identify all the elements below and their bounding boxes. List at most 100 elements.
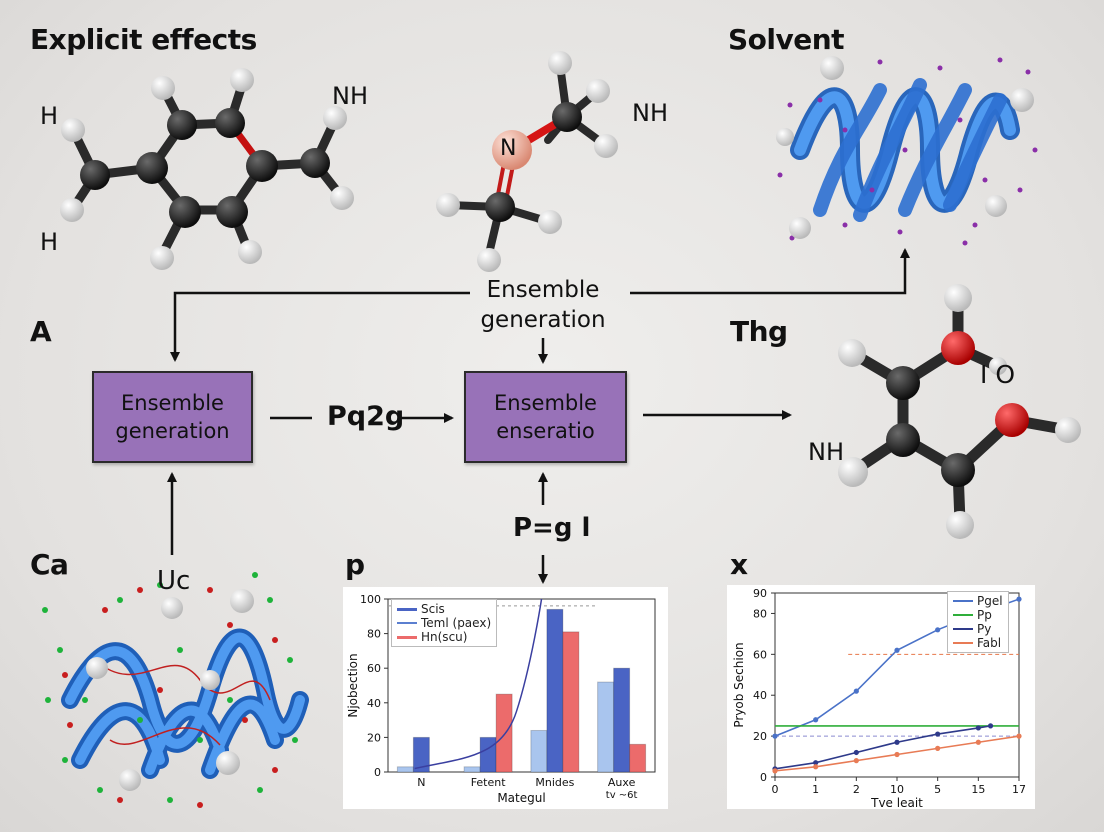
y-tick-label: 40 — [367, 697, 381, 710]
pq2g-label: Pq2g — [327, 401, 405, 432]
atom-label-h-bottom: H — [40, 228, 59, 256]
x-tick-label: Auxe — [608, 776, 636, 789]
bar — [613, 667, 631, 773]
data-point — [853, 758, 859, 764]
y-tick-label: 100 — [360, 593, 381, 606]
y-tick-label: 60 — [367, 662, 381, 675]
bar — [396, 766, 414, 773]
data-point — [894, 751, 900, 758]
y-tick-label: 0 — [374, 766, 381, 779]
label-uc: Uc — [157, 566, 191, 596]
y-tick-label: 90 — [753, 587, 767, 600]
explicit-effects-title: Explicit effects — [30, 23, 257, 56]
protein-ribbon-icon — [42, 572, 309, 808]
bar — [495, 693, 513, 773]
bar — [629, 743, 647, 773]
data-point — [987, 723, 994, 729]
data-point — [813, 764, 819, 770]
legend-entry: Pgel — [953, 594, 1003, 608]
data-point — [1016, 733, 1022, 739]
data-point — [935, 745, 941, 751]
data-point — [772, 768, 778, 774]
bar — [562, 631, 580, 773]
data-point — [935, 731, 941, 737]
y-axis-label: Njobection — [346, 653, 360, 717]
panel-label-x: x — [730, 548, 748, 581]
bar-chart-legend: Scis Teml (paex) Hn(scu) — [391, 599, 498, 647]
line-chart-legend: Pgel Pp Py Fabl — [947, 591, 1009, 653]
bar — [412, 736, 430, 773]
data-point — [975, 725, 981, 731]
x-tick-label: 1 — [812, 783, 819, 796]
atom-label-io: I O — [980, 360, 1015, 389]
y-tick-label: 80 — [367, 628, 381, 641]
data-point — [813, 717, 819, 723]
panel-label-p: p — [345, 548, 365, 581]
data-point — [894, 647, 900, 653]
bar — [463, 766, 481, 773]
protein-ribbon-icon — [776, 56, 1038, 246]
bar — [546, 608, 564, 773]
legend-entry: Pp — [953, 608, 1003, 622]
x-tick-label: 17 — [1012, 783, 1026, 796]
y-tick-label: 80 — [753, 607, 767, 620]
data-point — [935, 627, 941, 633]
legend-entry: Teml (paex) — [397, 616, 491, 630]
y-tick-label: 60 — [753, 648, 767, 661]
data-point — [813, 760, 819, 766]
trend-curve — [414, 598, 543, 770]
y-axis-label: Pryob Sechion — [732, 642, 746, 727]
molecule-icon — [60, 68, 354, 270]
x-tick-label: 0 — [772, 783, 779, 796]
legend-entry: Py — [953, 622, 1003, 636]
atom-label-h-top: H — [40, 102, 59, 130]
data-point — [975, 739, 981, 745]
legend-entry: Scis — [397, 602, 491, 616]
atom-label-nh-left: NH — [332, 82, 368, 110]
x-tick-label: 5 — [934, 783, 941, 796]
y-tick-label: 20 — [367, 731, 381, 744]
p-eq-g-label: P=g l — [513, 513, 591, 543]
legend-entry: Hn(scu) — [397, 630, 491, 644]
data-point — [772, 733, 778, 739]
x-tick-label: 2 — [853, 783, 860, 796]
legend-entry: Fabl — [953, 636, 1003, 650]
ensemble-generation-box-left: Ensemble generation — [92, 371, 253, 463]
molecule-icon — [838, 284, 1081, 539]
data-point — [894, 739, 900, 745]
plot-frame — [387, 598, 656, 773]
molecule-icon — [436, 51, 618, 272]
y-tick-label: 0 — [760, 771, 767, 784]
x-tick-label: Fetent — [471, 776, 507, 789]
x-tick-sublabel: tv ~6t — [606, 790, 638, 801]
bar — [530, 729, 548, 773]
y-tick-label: 20 — [753, 730, 767, 743]
bar — [597, 681, 615, 773]
atom-label-n: N — [500, 136, 517, 161]
x-tick-label: N — [417, 776, 425, 789]
data-point — [1016, 596, 1022, 602]
x-tick-label: 10 — [890, 783, 904, 796]
bar — [479, 736, 497, 773]
data-point — [853, 688, 859, 694]
series-line — [774, 725, 991, 770]
panel-label-a: A — [30, 315, 52, 348]
atom-label-nh-mid: NH — [632, 99, 668, 127]
x-axis-label: Tve leait — [870, 796, 923, 809]
ensemble-generation-top-label: Ensemble generation — [480, 277, 606, 333]
y-tick-label: 40 — [753, 689, 767, 702]
x-tick-label: 15 — [971, 783, 985, 796]
panel-label-thg: Thg — [730, 315, 788, 348]
x-axis-label: Mategul — [497, 791, 545, 805]
ensemble-enseratio-box-center: Ensemble enseratio — [464, 371, 627, 463]
panel-label-ca: Ca — [30, 548, 69, 581]
x-tick-label: Mnides — [535, 776, 574, 789]
data-point — [853, 749, 859, 756]
atom-label-nh-right: NH — [808, 438, 844, 466]
